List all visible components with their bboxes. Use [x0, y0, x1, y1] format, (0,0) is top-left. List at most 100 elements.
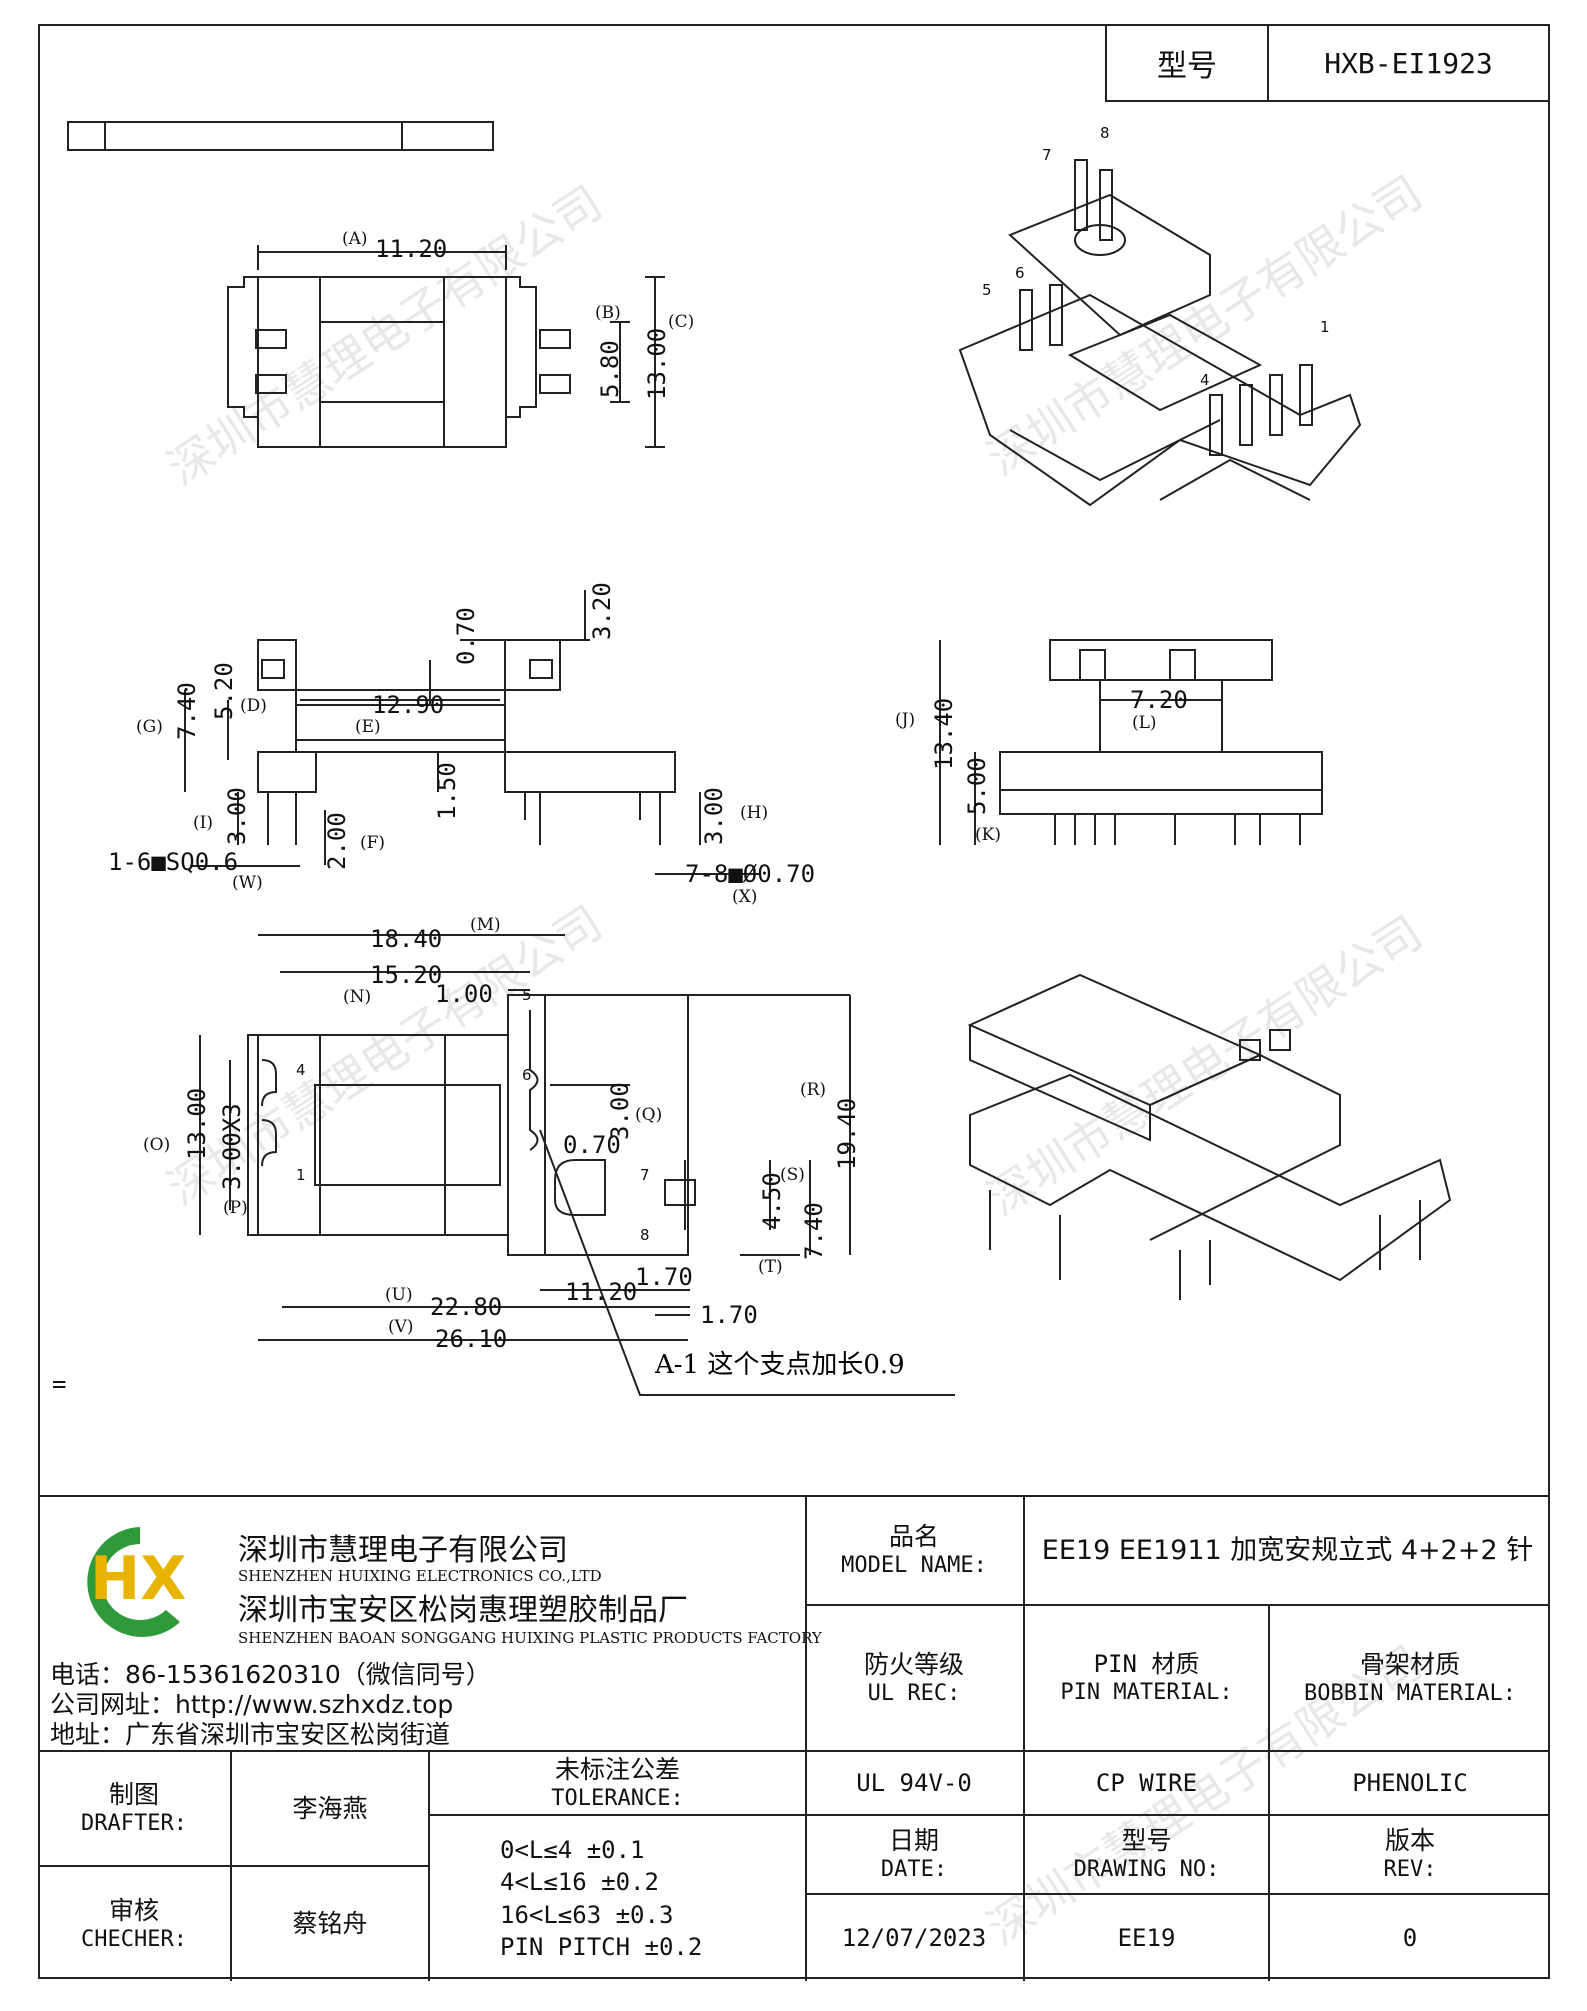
- pin-8-label: 8: [1100, 124, 1110, 142]
- company-logo: HX: [87, 1527, 186, 1637]
- date-value: 12/07/2023: [841, 1924, 987, 1952]
- dim-g-value: 7.40: [173, 682, 201, 740]
- dim-w-text: 1-6■SQ0.6: [108, 848, 238, 876]
- company-address: 地址：广东省深圳市宝安区松岗街道: [50, 1720, 451, 1749]
- dim-n-label: (N): [343, 987, 371, 1007]
- title-block: HX 深圳市慧理电子有限公司 SHENZHEN HUIXING ELECTRON…: [38, 1495, 1550, 1981]
- dim-h-label: (H): [740, 803, 768, 823]
- technical-drawing: (A) 11.20 (B) 5.80 (C) 1 3.00 3.20 0.70 (…: [52, 121, 1452, 1398]
- dim-1-00: 1.00: [435, 980, 493, 1008]
- dim-d-value: 5.20: [210, 662, 238, 720]
- dim-b-value: 5.80: [596, 340, 624, 398]
- model-header: 型号 HXB-EI1923: [1105, 24, 1550, 102]
- company-phone: 电话：86-15361620310（微信同号）: [50, 1660, 491, 1689]
- dim-r-value: 19.40: [833, 1098, 861, 1170]
- pin-7-label: 7: [1042, 146, 1052, 164]
- rev-value: 0: [1402, 1924, 1418, 1952]
- dim-x-label: (X): [732, 887, 757, 907]
- pin-6-label: 6: [1015, 264, 1025, 282]
- dim-j-label: (J): [895, 710, 915, 730]
- dim-11-20: 11.20: [565, 1278, 637, 1306]
- drafter-value: 李海燕: [292, 1793, 368, 1823]
- dim-b-label: (B): [595, 303, 621, 323]
- company-website[interactable]: 公司网址：http://www.szhxdz.top: [50, 1690, 454, 1719]
- dim-p-label: (P): [223, 1198, 248, 1218]
- ul-value: UL 94V-0: [856, 1769, 972, 1797]
- checker-value: 蔡铭舟: [292, 1909, 368, 1939]
- drawing-frame: [38, 24, 1550, 1979]
- dim-e-value: 12.90: [372, 691, 444, 719]
- dim-k-label: (K): [975, 825, 1001, 845]
- note-a1: A-1 这个支点加长0.9: [654, 1350, 905, 1380]
- drawing-no-value: EE19: [1117, 1924, 1176, 1952]
- dim-u-label: (U): [385, 1285, 413, 1305]
- plan-pin-7-label: 7: [640, 1166, 650, 1184]
- factory-name-en: SHENZHEN BAOAN SONGGANG HUIXING PLASTIC …: [238, 1629, 822, 1647]
- plan-pin-6-label: 6: [522, 1066, 532, 1084]
- dim-v-label: (V): [388, 1317, 414, 1337]
- tolerance-values: 0<L≤4 ±0.1 4<L≤16 ±0.2 16<L≤63 ±0.3 PIN …: [500, 1835, 703, 1961]
- equal-mark: =: [52, 1370, 66, 1398]
- pin-4-label: 4: [1200, 371, 1210, 389]
- side-view: [999, 639, 1323, 845]
- dim-7-40: 7.40: [800, 1202, 828, 1260]
- dim-q-label: (Q): [635, 1105, 662, 1125]
- factory-name-cn: 深圳市宝安区松岗惠理塑胶制品厂: [238, 1593, 688, 1628]
- dim-j-value: 13.40: [930, 698, 958, 770]
- top-bar-view: [67, 121, 494, 151]
- plan-pin-8-label: 8: [640, 1226, 650, 1244]
- model-label: 型号: [1107, 26, 1269, 100]
- model-value: HXB-EI1923: [1324, 46, 1493, 80]
- dim-0-70-b: 0.70: [563, 1131, 621, 1159]
- plan-pin-5-label: 5: [522, 986, 532, 1004]
- dim-a-value: 11.20: [375, 235, 447, 263]
- dim-l-value: 7.20: [1130, 686, 1188, 714]
- dim-w-label: (W): [232, 873, 263, 893]
- isometric-view-top: [958, 159, 1362, 507]
- dim-s-label: (S): [780, 1165, 805, 1185]
- plan-pin-1-label: 1: [296, 1166, 306, 1184]
- dim-g-label: (G): [136, 717, 163, 737]
- dim-c-label: (C): [668, 312, 694, 332]
- dim-m-value: 18.40: [370, 925, 442, 953]
- dim-3-20: 3.20: [588, 582, 616, 640]
- dim-u-value: 22.80: [430, 1293, 502, 1321]
- isometric-view-bottom: [967, 973, 1452, 1300]
- top-view: [227, 276, 571, 448]
- dim-i-label: (I): [193, 813, 213, 833]
- dim-q-value: 3.00: [606, 1082, 634, 1140]
- plan-view: [247, 994, 696, 1256]
- dim-s-value: 4.50: [758, 1172, 786, 1230]
- dim-r-label: (R): [800, 1080, 826, 1100]
- dim-f-value: 2.00: [323, 812, 351, 870]
- dim-d-label: (D): [240, 696, 267, 716]
- dim-a-label: (A): [342, 229, 368, 249]
- pin-1-label: 1: [1320, 318, 1330, 336]
- dim-l-label: (L): [1132, 713, 1157, 733]
- company-name-cn: 深圳市慧理电子有限公司: [238, 1533, 568, 1568]
- dim-v-value: 26.10: [435, 1325, 507, 1353]
- dim-e-label: (E): [355, 717, 381, 737]
- dim-f-label: (F): [360, 833, 385, 853]
- dim-1-70-b: 1.70: [700, 1301, 758, 1329]
- dim-x-text: 7-8■Ø0.70: [685, 860, 815, 888]
- dim-0-70: 0.70: [452, 607, 480, 665]
- pin-5-label: 5: [982, 281, 992, 299]
- dim-t-value: 1.70: [635, 1263, 693, 1291]
- bobbin-material-value: PHENOLIC: [1352, 1769, 1468, 1797]
- plan-pin-4-label: 4: [296, 1061, 306, 1079]
- pin-material-value: CP WIRE: [1095, 1769, 1198, 1797]
- dim-n-value: 15.20: [370, 961, 442, 989]
- dim-k-value: 5.00: [963, 757, 991, 815]
- logo-text: HX: [90, 1544, 186, 1614]
- company-name-en: SHENZHEN HUIXING ELECTRONICS CO.,LTD: [238, 1567, 602, 1585]
